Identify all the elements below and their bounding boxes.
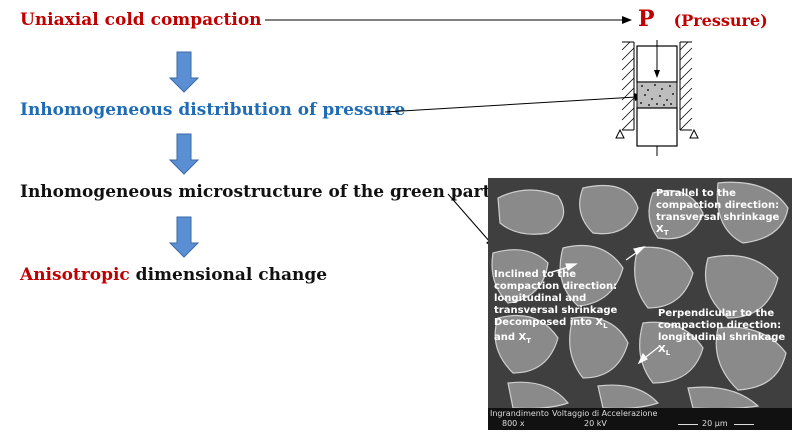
scale-value: 20 µm [702, 419, 728, 428]
label-perpendicular-subscript: L [665, 349, 671, 357]
step-inhomogeneous-pressure: Inhomogeneous distribution of pressure [20, 100, 406, 120]
connector-distribution-to-die [384, 93, 644, 113]
label-inclined-line-4: transversal shrinkage [494, 305, 618, 316]
dimensional-change-text: dimensional change [129, 265, 328, 285]
label-inclined-subscript-1: L [603, 322, 608, 330]
label-perpendicular-line-3: longitudinal shrinkage [658, 332, 786, 343]
down-arrow-3 [168, 216, 200, 258]
label-inclined-line-2: compaction direction: [494, 281, 618, 292]
scale-bar-line-left [678, 424, 698, 425]
label-inclined-line-3: longitudinal and [494, 293, 587, 304]
label-inclined-symbol: Decomposed into X [494, 317, 604, 328]
step-anisotropic-change: Anisotropic dimensional change [20, 265, 327, 285]
label-parallel-subscript: T [663, 229, 669, 237]
step-inhomogeneous-microstructure: Inhomogeneous microstructure of the gree… [20, 182, 491, 202]
pressure-symbol: P [638, 6, 655, 32]
label-inclined-line-5: Decomposed into XL [494, 317, 617, 332]
die-compaction-schematic-icon [615, 40, 699, 156]
voltage-label: Voltaggio di Accelerazione [552, 409, 658, 418]
down-arrow-2 [168, 133, 200, 175]
pressure-label: P (Pressure) [638, 6, 768, 32]
anisotropic-highlight: Anisotropic [20, 265, 130, 285]
label-inclined-line-1: Inclined to the [494, 269, 576, 280]
micrograph-footer: Ingrandimento Voltaggio di Accelerazione… [488, 408, 792, 430]
label-inclined-line-6: and XT [494, 332, 617, 347]
label-parallel-line-2: compaction direction: [656, 200, 780, 211]
label-parallel-line-3: transversal shrinkage [656, 212, 780, 223]
magnification-value: 800 x [502, 419, 525, 428]
micrograph-texture [488, 178, 792, 430]
label-perpendicular-line-4: XL [658, 344, 785, 359]
label-parallel-line-4: XT [656, 224, 779, 239]
scale-bar-line-right [734, 424, 754, 425]
sem-micrograph: Parallel to the compaction direction: tr… [488, 178, 792, 430]
label-perpendicular: Perpendicular to the compaction directio… [658, 308, 785, 359]
down-arrow-1 [168, 51, 200, 93]
step-uniaxial-cold-compaction: Uniaxial cold compaction [20, 10, 262, 30]
label-inclined-and: and X [494, 332, 527, 343]
label-perpendicular-symbol: X [658, 344, 666, 355]
label-parallel-line-1: Parallel to the [656, 188, 736, 199]
voltage-value: 20 kV [584, 419, 607, 428]
label-parallel: Parallel to the compaction direction: tr… [656, 188, 779, 239]
label-perpendicular-line-1: Perpendicular to the [658, 308, 775, 319]
label-inclined: Inclined to the compaction direction: lo… [494, 269, 617, 347]
label-inclined-subscript-2: T [526, 337, 531, 345]
label-parallel-symbol: X [656, 224, 664, 235]
pressure-caption: (Pressure) [673, 11, 768, 30]
connector-compaction-to-pressure [265, 16, 632, 24]
magnification-label: Ingrandimento [490, 409, 549, 418]
label-perpendicular-line-2: compaction direction: [658, 320, 782, 331]
